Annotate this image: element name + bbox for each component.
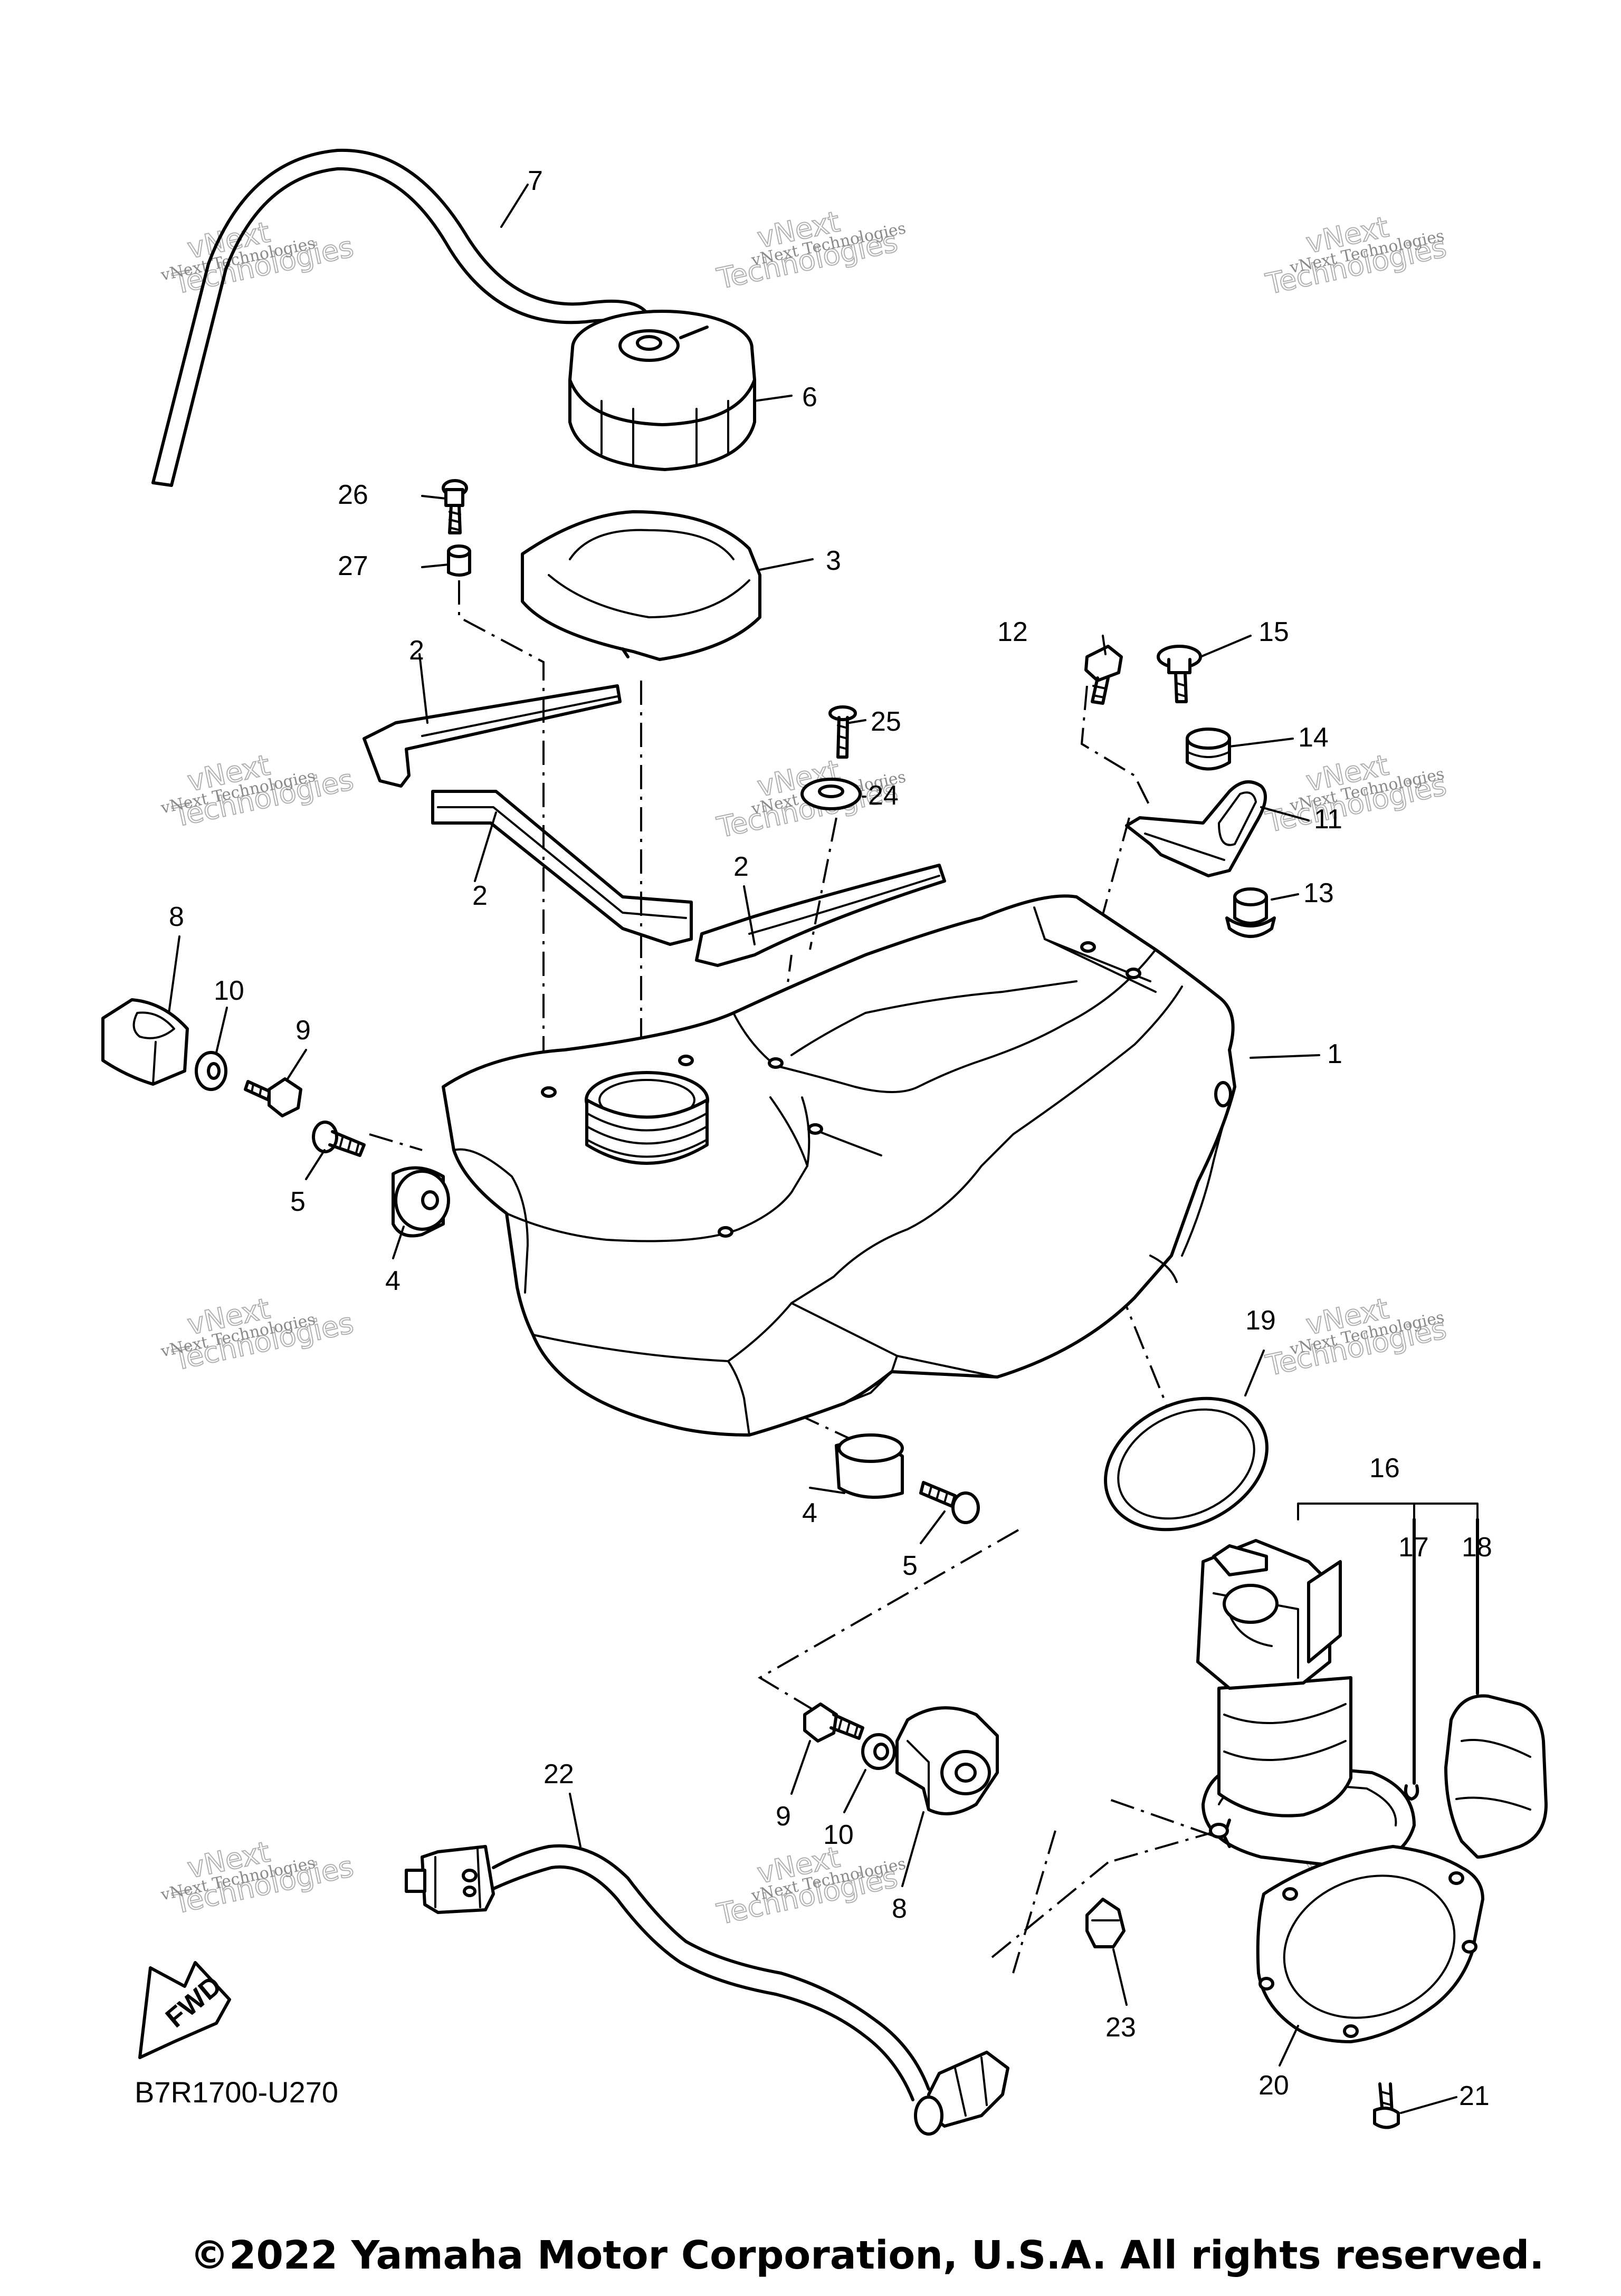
callout-4-left: 4 (385, 1266, 401, 1296)
callout-26: 26 (338, 480, 368, 510)
callout-9-left: 9 (295, 1015, 311, 1046)
part-16-fuel-pump (1196, 1503, 1479, 1869)
part-11-bracket (1125, 780, 1267, 877)
diagram-code: B7R1700-U270 (135, 2075, 338, 2109)
part-4-damper-lower (835, 1433, 904, 1499)
part-13-nut (1225, 887, 1276, 938)
part-12-bolt (1084, 645, 1123, 705)
callout-20: 20 (1258, 2070, 1289, 2101)
callout-1: 1 (1327, 1039, 1342, 1069)
callout-25: 25 (871, 706, 901, 737)
callout-8-left: 8 (169, 902, 184, 932)
callout-27: 27 (338, 551, 368, 581)
callout-2-right: 2 (733, 852, 749, 882)
callout-23: 23 (1105, 2012, 1136, 2043)
callout-13: 13 (1303, 878, 1334, 908)
part-15-bolt (1157, 645, 1202, 703)
part-6-fuel-cap (568, 310, 756, 471)
callout-9-lower: 9 (776, 1801, 791, 1832)
part-8-bracket-left (101, 998, 189, 1086)
part-24-washer (800, 778, 862, 810)
part-1-fuel-tank (442, 894, 1236, 1437)
callout-6: 6 (802, 382, 817, 413)
part-20-plate (1256, 1845, 1484, 2043)
part-23-clamp (1085, 1898, 1126, 1948)
part-27-collar (447, 544, 471, 577)
part-17-o-ring (1404, 1518, 1419, 1801)
callout-22: 22 (543, 1759, 574, 1790)
callout-7: 7 (528, 166, 543, 196)
leader-lines (168, 184, 1457, 2114)
callout-10-left: 10 (214, 975, 244, 1006)
copyright-notice: ©2022 Yamaha Motor Corporation, U.S.A. A… (190, 2233, 1544, 2278)
callout-24: 24 (868, 780, 899, 811)
part-14-grommet (1186, 728, 1231, 771)
part-9-bolt-left (244, 1077, 302, 1117)
callout-12: 12 (997, 617, 1028, 647)
part-2-damper-top (363, 684, 622, 788)
part-2-damper-right (695, 864, 946, 967)
callout-11: 11 (1314, 804, 1342, 835)
part-5-bolt-lower (919, 1481, 980, 1524)
callout-3: 3 (826, 546, 841, 576)
callout-4-lower: 4 (802, 1498, 817, 1528)
part-21-bolt (1373, 2082, 1400, 2129)
callout-14: 14 (1298, 722, 1329, 753)
callout-17: 17 (1398, 1532, 1429, 1563)
part-18-filter (1444, 1518, 1548, 1859)
callout-19: 19 (1245, 1305, 1276, 1336)
part-22-fuel-hose (405, 1844, 1009, 2136)
callout-5-lower: 5 (902, 1551, 918, 1581)
part-3-fuel-cap-boot (521, 510, 761, 661)
part-19-gasket (1104, 1396, 1269, 1532)
callout-10-lower: 10 (823, 1820, 854, 1850)
part-5-bolt-left (312, 1121, 366, 1157)
callout-18: 18 (1462, 1532, 1492, 1563)
part-25-screw (828, 705, 857, 759)
part-4-damper-left (392, 1166, 450, 1238)
part-9-bolt-lower (803, 1702, 864, 1743)
part-8-bracket-lower (895, 1706, 999, 1815)
callout-2-top: 2 (409, 635, 424, 666)
callout-15: 15 (1258, 617, 1289, 647)
callout-2-middle: 2 (472, 881, 488, 911)
part-2-damper-middle (431, 790, 693, 946)
callout-8-lower: 8 (892, 1893, 907, 1924)
fwd-arrow-icon: FWD (138, 1961, 231, 2059)
callout-5-left: 5 (290, 1187, 306, 1217)
part-10-washer-lower (861, 1733, 896, 1770)
part-10-washer-left (195, 1051, 227, 1091)
callout-21: 21 (1459, 2081, 1490, 2111)
callout-16: 16 (1369, 1453, 1400, 1484)
part-26-bolt (442, 479, 468, 534)
callout-labels: 7 6 3 26 27 2 25 24 2 2 12 15 14 11 13 1… (169, 166, 1492, 2111)
